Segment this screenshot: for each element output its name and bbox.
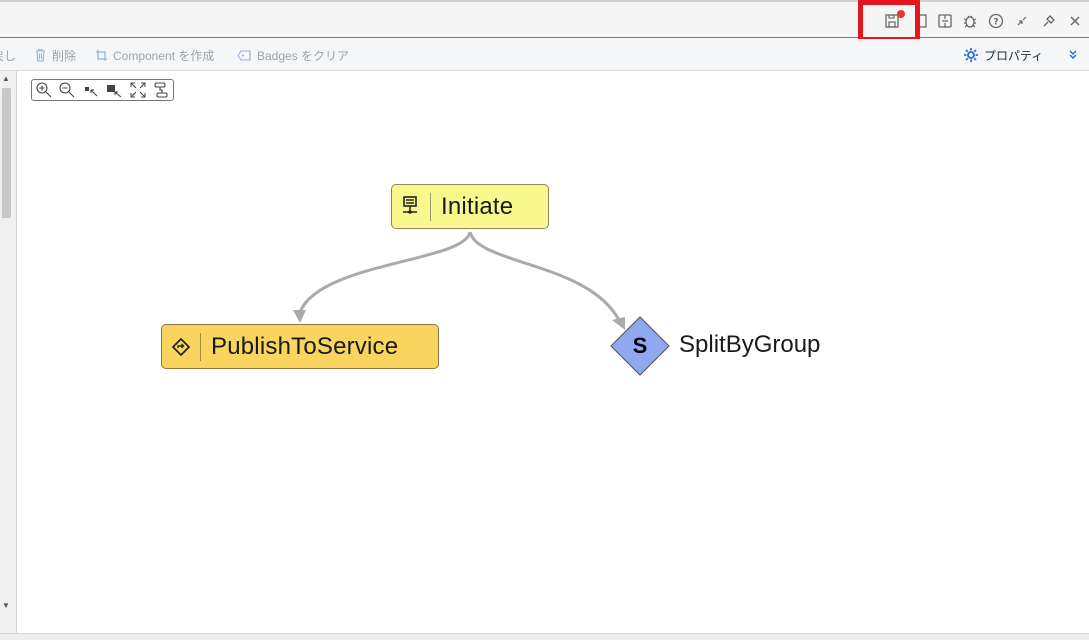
pin-icon[interactable] <box>1040 12 1058 30</box>
properties-button[interactable]: プロパティ <box>963 47 1043 63</box>
create-component-label: Component を作成 <box>113 48 215 63</box>
clear-badges-button[interactable]: Badges をクリア <box>237 47 349 63</box>
shrink-icon[interactable] <box>79 80 103 100</box>
unsaved-indicator-icon <box>897 10 905 18</box>
node-separator <box>430 192 431 221</box>
fit-icon[interactable] <box>126 80 150 100</box>
split-node-letter: S <box>632 333 648 358</box>
close-icon[interactable] <box>1066 12 1084 30</box>
layout-icon[interactable] <box>150 80 174 100</box>
bottom-status-bar <box>0 633 1089 640</box>
node-split-by-group-label[interactable]: SplitByGroup <box>679 331 821 358</box>
scroll-down-arrow-icon[interactable]: ▼ <box>2 601 10 610</box>
scrollbar-thumb[interactable] <box>2 88 11 218</box>
clear-badges-label: Badges をクリア <box>257 48 350 63</box>
undo-button[interactable]: 戻し <box>0 47 16 63</box>
zoom-controls <box>31 79 174 101</box>
undo-label: 戻し <box>0 48 17 63</box>
node-publish-to-service[interactable]: PublishToService <box>161 324 439 369</box>
help-icon[interactable]: ? <box>987 12 1005 30</box>
trash-icon <box>36 48 45 62</box>
bug-icon[interactable] <box>961 12 979 30</box>
network-server-icon <box>392 185 430 228</box>
zoom-out-icon[interactable] <box>56 80 80 100</box>
scroll-up-arrow-icon[interactable]: ▲ <box>2 74 10 83</box>
node-separator <box>200 332 201 361</box>
minimize-icon[interactable] <box>1013 12 1031 30</box>
toolbar: 戻し 削除 Component を作成 Badges をクリア プロパティ <box>0 39 1089 71</box>
delete-button[interactable]: 削除 <box>34 47 76 63</box>
expand-toolbar-button[interactable] <box>1068 47 1083 63</box>
properties-label: プロパティ <box>984 48 1044 63</box>
badge-icon <box>237 49 251 61</box>
double-chevron-down-icon <box>1069 50 1077 60</box>
node-publish-label: PublishToService <box>211 332 399 360</box>
node-initiate-label: Initiate <box>441 192 514 220</box>
title-bar: ? <box>0 0 1089 38</box>
delete-label: 削除 <box>52 48 77 63</box>
route-diamond-icon <box>162 325 200 368</box>
expand-icon[interactable] <box>103 80 127 100</box>
zoom-in-icon[interactable] <box>32 80 56 100</box>
svg-text:?: ? <box>993 18 998 28</box>
create-component-button[interactable]: Component を作成 <box>95 47 214 63</box>
puzzle-icon[interactable] <box>936 12 954 30</box>
crop-icon <box>96 49 107 61</box>
save-icon[interactable] <box>883 12 901 30</box>
gear-icon <box>964 48 978 62</box>
node-initiate[interactable]: Initiate <box>391 184 549 229</box>
save-highlight-box <box>858 0 920 42</box>
